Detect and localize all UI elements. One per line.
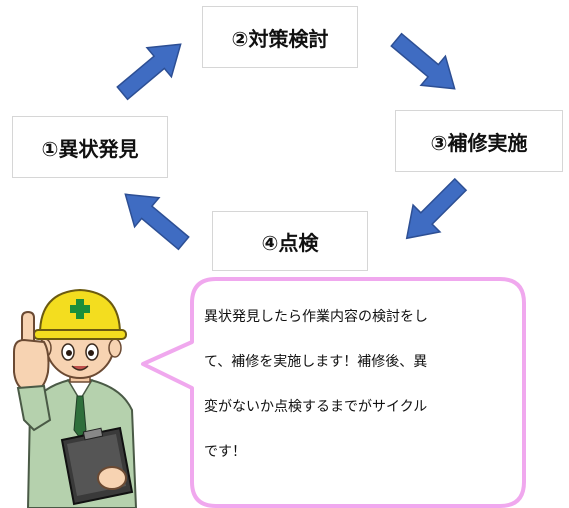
bubble-line: 変がないか点検するまでがサイクル (204, 399, 428, 415)
step-label-1: ①異状発見 (41, 136, 139, 161)
bubble-line: です！ (204, 444, 246, 460)
step-box-1: ①異状発見 (12, 116, 168, 178)
step-box-4: ④点検 (212, 211, 368, 271)
cycle-arrow-icon (383, 24, 468, 105)
bubble-line: て、補修を実施します！補修後、異 (204, 354, 428, 370)
bubble-text: 異状発見したら作業内容の検討をし て、補修を実施します！補修後、異 変がないか点… (204, 295, 504, 475)
step-box-2: ②対策検討 (202, 6, 358, 68)
cycle-arrow-icon (392, 170, 475, 253)
cycle-arrow-icon (112, 178, 197, 259)
step-label-4: ④点検 (261, 230, 319, 255)
step-label-3: ③補修実施 (430, 130, 528, 155)
helmet-icon (33, 288, 127, 340)
clipboard-icon (60, 426, 134, 506)
step-label-2: ②対策検討 (231, 26, 329, 51)
cycle-arrow-icon (109, 28, 194, 109)
step-box-3: ③補修実施 (395, 110, 563, 172)
bubble-line: 異状発見したら作業内容の検討をし (204, 309, 428, 325)
worker-character-icon (13, 288, 138, 508)
speech-bubble (141, 277, 526, 508)
